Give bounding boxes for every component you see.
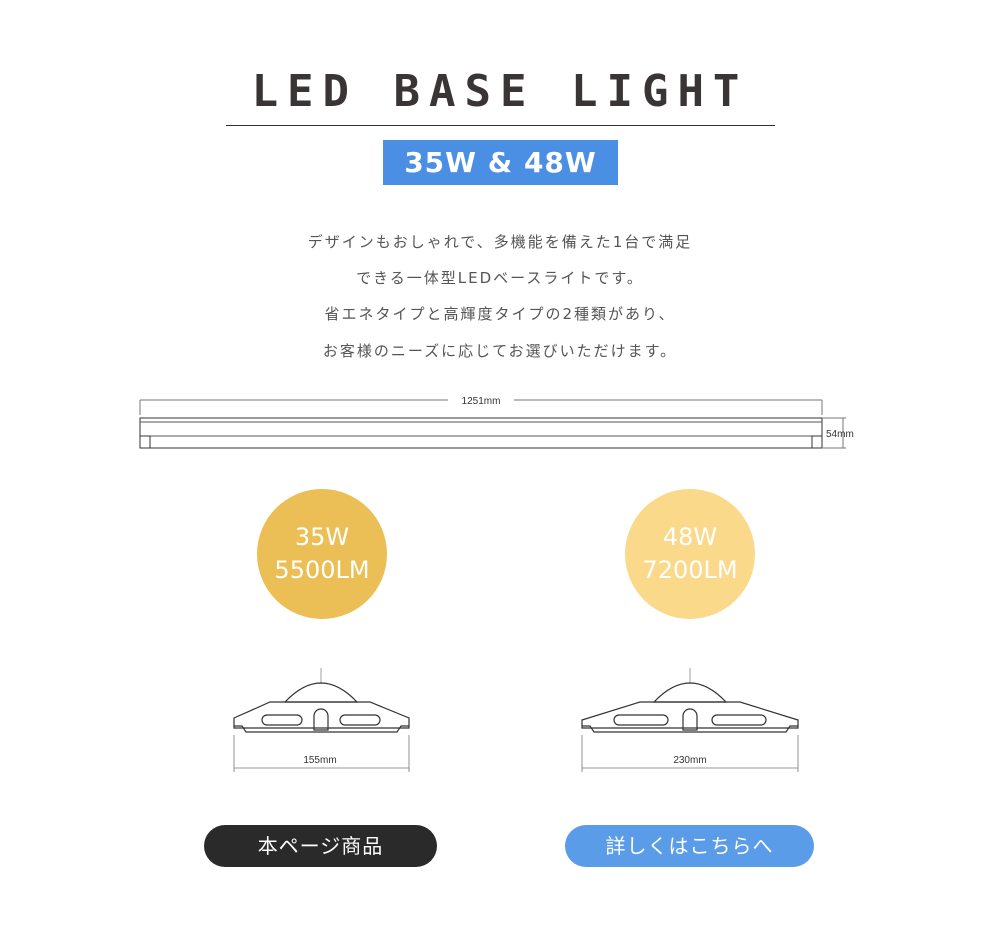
spec-circle-35w: 35W 5500LM — [257, 489, 387, 619]
fixture-side-view — [139, 399, 846, 449]
cross-section-35w-width-label: 155mm — [303, 755, 336, 766]
cross-section-35w — [233, 668, 410, 772]
description-line-4: お客様のニーズに応じてお選びいただけます。 — [322, 342, 678, 360]
current-product-button[interactable]: 本ページ商品 — [204, 825, 437, 867]
cross-section-48w-width-label: 230mm — [673, 755, 706, 766]
page-title: LED BASE LIGHT — [251, 66, 749, 117]
watt-label: 48W — [662, 523, 718, 551]
title-divider — [226, 125, 775, 126]
spec-circle-48w: 48W 7200LM — [625, 489, 755, 619]
wattage-badge: 35W & 48W — [383, 140, 618, 185]
cross-section-48w — [581, 668, 799, 772]
lumen-label: 7200LM — [642, 556, 738, 584]
fixture-length-label: 1251mm — [462, 396, 501, 407]
lumen-label: 5500LM — [274, 556, 370, 584]
description-line-1: デザインもおしゃれで、多機能を備えた1台で満足 — [307, 233, 693, 251]
description-line-3: 省エネタイプと高輝度タイプの2種類があり、 — [324, 305, 676, 323]
description-line-2: できる一体型LEDベースライトです。 — [356, 269, 644, 287]
watt-label: 35W — [294, 523, 350, 551]
details-link-button[interactable]: 詳しくはこちらへ — [565, 825, 814, 867]
fixture-height-label: 54mm — [826, 429, 854, 440]
